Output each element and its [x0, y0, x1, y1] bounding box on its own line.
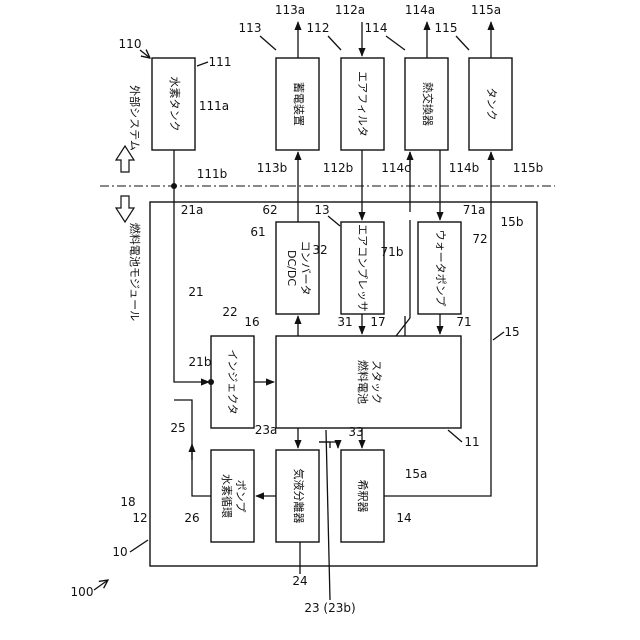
- water-pump-label: ウォータポンプ: [434, 230, 447, 307]
- ref-112a: 112a: [335, 3, 365, 17]
- ref-111a: 111a: [199, 99, 229, 113]
- leader-112: [328, 36, 341, 50]
- junction-21a: [171, 183, 177, 189]
- leader-100: [94, 580, 108, 590]
- leader-10: [130, 540, 148, 552]
- ref-13: 13: [314, 203, 329, 217]
- external-system-label: 外部システム: [128, 85, 142, 151]
- junction-21b: [208, 379, 214, 385]
- stack-label-line1: 燃料電池: [356, 360, 370, 404]
- ref-21a: 21a: [181, 203, 204, 217]
- ref-114a: 114a: [405, 3, 435, 17]
- ref-21: 21: [188, 285, 203, 299]
- diluter-label: 希釈器: [356, 480, 370, 513]
- ref-31: 31: [337, 315, 352, 329]
- ref-71a: 71a: [463, 203, 486, 217]
- ref-10: 10: [112, 545, 127, 559]
- ref-23: 23 (23b): [304, 601, 355, 615]
- ref-23a: 23a: [255, 423, 278, 437]
- air-filter-label: エアフィルタ: [356, 71, 369, 137]
- ref-113: 113: [239, 21, 262, 35]
- recirc-label-line1: 水素循環: [220, 474, 233, 518]
- ref-17: 17: [370, 315, 385, 329]
- ref-113a: 113a: [275, 3, 305, 17]
- ref-25: 25: [170, 421, 185, 435]
- ref-22: 22: [222, 305, 237, 319]
- ref-61: 61: [250, 225, 265, 239]
- leader-115: [456, 36, 469, 50]
- hydrogen-tank-label: 水素タンク: [168, 77, 181, 132]
- ref-114c: 114c: [381, 161, 411, 175]
- fuel-cell-module-label: 燃料電池モジュール: [128, 223, 142, 321]
- tank-label: タンク: [485, 88, 498, 121]
- ref-15: 15: [504, 325, 519, 339]
- ref-112b: 112b: [323, 161, 354, 175]
- ref-100: 100: [71, 585, 94, 599]
- ref-110: 110: [119, 37, 142, 51]
- ref-71b: 71b: [381, 245, 404, 259]
- ref-21b: 21b: [189, 355, 212, 369]
- ref-11: 11: [464, 435, 479, 449]
- ref-111b: 111b: [197, 167, 228, 181]
- ref-12: 12: [132, 511, 147, 525]
- fuel-cell-module-region: 燃料電池モジュール: [116, 196, 142, 321]
- ref-71: 71: [456, 315, 471, 329]
- ref-115b: 115b: [513, 161, 544, 175]
- injector-label: インジェクタ: [226, 349, 239, 415]
- ref-18: 18: [120, 495, 135, 509]
- ref-72: 72: [472, 232, 487, 246]
- leader-113: [260, 36, 276, 50]
- stack-label-line2: スタック: [370, 360, 383, 404]
- ref-112: 112: [307, 21, 330, 35]
- leader-114: [386, 36, 405, 50]
- ref-16: 16: [244, 315, 259, 329]
- ref-114: 114: [365, 21, 388, 35]
- dcdc-label-line1: DC/DC: [285, 250, 298, 286]
- leader-110: [140, 50, 150, 58]
- gas-liquid-separator-label: 気液分離器: [292, 469, 306, 524]
- ref-26: 26: [184, 511, 199, 525]
- ref-111: 111: [209, 55, 232, 69]
- ref-33: 33: [348, 425, 363, 439]
- dcdc-label-line2: コンバータ: [299, 241, 312, 296]
- ref-15b: 15b: [501, 215, 524, 229]
- heat-exchanger-label: 熱交換器: [421, 82, 435, 126]
- recirc-label-line2: ポンプ: [234, 480, 247, 513]
- ref-32: 32: [312, 243, 327, 257]
- ref-62: 62: [262, 203, 277, 217]
- air-compressor-label: エアコンプレッサ: [356, 224, 369, 312]
- external-system-region: 外部システム: [116, 85, 142, 172]
- ref-24: 24: [292, 574, 307, 588]
- down-hollow-arrow-icon: [116, 196, 134, 222]
- ref-115a: 115a: [471, 3, 501, 17]
- ref-14: 14: [396, 511, 411, 525]
- leader-111: [197, 62, 208, 66]
- storage-device-label: 蓄電装置: [292, 82, 305, 126]
- ref-113b: 113b: [257, 161, 288, 175]
- ref-114b: 114b: [449, 161, 480, 175]
- ref-115: 115: [435, 21, 458, 35]
- ref-15a: 15a: [405, 467, 428, 481]
